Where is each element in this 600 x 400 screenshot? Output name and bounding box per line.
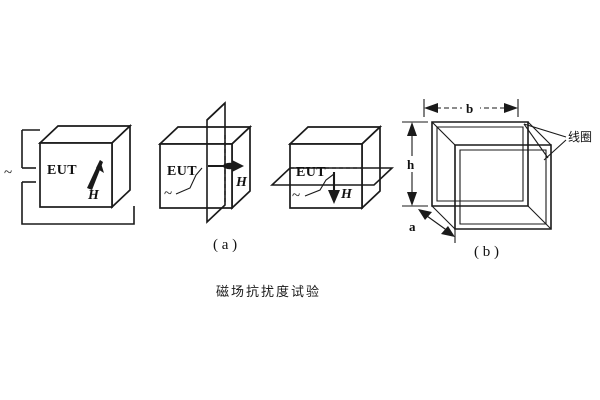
coil-connector-top-left (431, 121, 456, 146)
dim-b-label-backdrop (462, 100, 480, 115)
h-field-arrow-2 (208, 160, 244, 172)
coil-plane-vertical (206, 101, 226, 224)
eut-cable-3 (304, 173, 335, 197)
coil-front-loop-inner (459, 149, 547, 225)
setup-horizontal-plane-eut: EUT ~ H ( a ) (213, 125, 395, 253)
eut-label-2: EUT (167, 164, 197, 179)
coil-dimension-figure: b h a 线圈 ( b ) (402, 99, 592, 260)
coil-rear-loop-outer (431, 121, 529, 207)
dim-b-arrow-left (424, 103, 438, 113)
coil-rear-loop-inner (436, 126, 524, 202)
coil-connector-bottom-left (431, 205, 456, 230)
eut-cube-3-front-face (289, 143, 363, 209)
coil-leader-line-mid (523, 123, 549, 159)
coil-connector-top-right (527, 121, 552, 146)
panel-a-label: ( a ) (213, 237, 237, 253)
dim-h-label: h (407, 157, 415, 172)
eut-label-1: EUT (47, 163, 77, 178)
setup-loop-around-eut: ~ EUT H (4, 124, 135, 225)
dim-h-arrow-bottom (407, 192, 417, 206)
eut-label-3: EUT (296, 165, 326, 180)
dim-a-arrow-start (418, 209, 432, 220)
dim-b-label: b (466, 101, 473, 116)
h-field-arrow-3 (328, 172, 340, 204)
coil-front-loop-outer (454, 144, 552, 230)
eut-cable-2 (175, 167, 203, 195)
h-field-arrow-1 (87, 160, 104, 190)
dim-a-arrow-end (441, 226, 455, 237)
dim-h-arrow-top (407, 122, 417, 136)
ac-source-symbol-3: ~ (292, 188, 300, 204)
dim-b-arrow-right (504, 103, 518, 113)
h-field-label-3: H (340, 187, 353, 202)
ac-source-symbol-1: ~ (4, 165, 12, 181)
figure-caption: 磁场抗扰度试验 (216, 284, 321, 300)
coil-label: 线圈 (568, 130, 592, 144)
h-field-label-2: H (235, 175, 248, 190)
coil-connector-bottom-right (527, 205, 552, 230)
coil-leader-line-upper (523, 123, 567, 138)
dim-a-label: a (409, 219, 416, 234)
panel-b-label: ( b ) (474, 244, 499, 260)
eut-cube-1-front-face (39, 142, 113, 208)
coil-loop-lower (21, 182, 135, 225)
coil-plane-horizontal (269, 167, 395, 186)
ac-source-symbol-2: ~ (164, 186, 172, 202)
h-field-label-1: H (87, 188, 100, 203)
dim-h-label-backdrop (404, 156, 420, 172)
coil-plane-vertical-upper-edge (206, 102, 226, 121)
setup-vertical-plane-eut: EUT ~ H (157, 101, 253, 224)
